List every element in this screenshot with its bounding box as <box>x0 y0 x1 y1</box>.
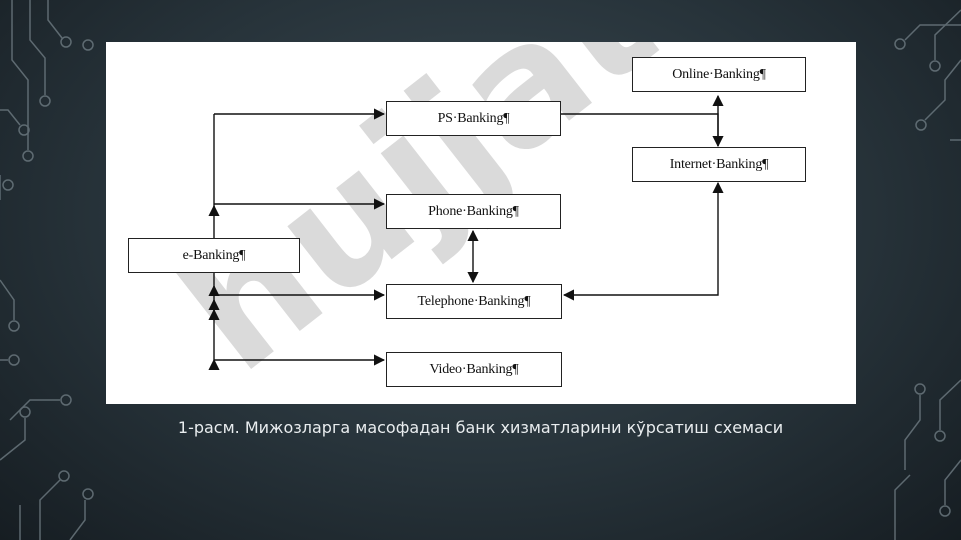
node-label: Telephone·Banking¶ <box>417 293 531 309</box>
node-label: Phone·Banking¶ <box>428 203 519 219</box>
node-ps-banking: PS·Banking¶ <box>386 101 561 136</box>
node-label: e-Banking¶ <box>182 247 246 263</box>
node-phone-banking: Phone·Banking¶ <box>386 194 561 229</box>
diagram-figure: hujjat 24 <box>106 42 856 404</box>
node-video-banking: Video·Banking¶ <box>386 352 562 387</box>
node-internet-banking: Internet·Banking¶ <box>632 147 806 182</box>
node-label: Online·Banking¶ <box>672 66 766 82</box>
node-label: Video·Banking¶ <box>429 361 519 377</box>
connector-lines <box>208 94 724 371</box>
node-telephone-banking: Telephone·Banking¶ <box>386 284 562 319</box>
node-online-banking: Online·Banking¶ <box>632 57 806 92</box>
figure-caption: 1-расм. Мижозларга масофадан банк хизмат… <box>177 418 784 437</box>
node-label: PS·Banking¶ <box>437 110 510 126</box>
node-e-banking: e-Banking¶ <box>128 238 300 273</box>
node-label: Internet·Banking¶ <box>669 156 769 172</box>
